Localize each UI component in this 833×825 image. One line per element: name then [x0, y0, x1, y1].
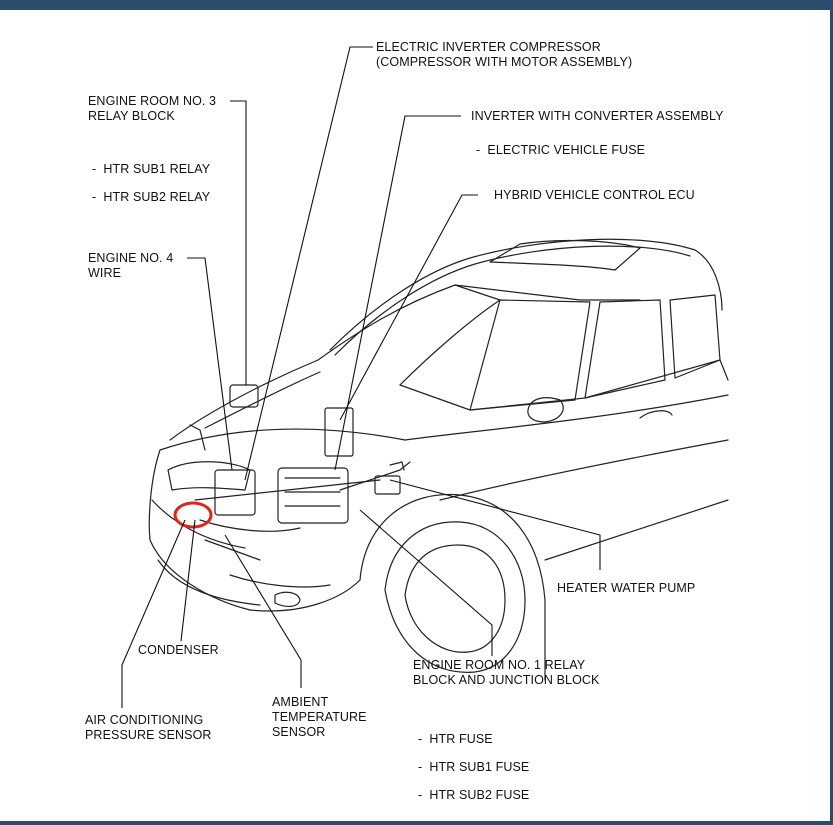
leader-ambient-temp-sensor: [224, 534, 302, 688]
leader-condenser: [180, 519, 196, 642]
label-hybrid-vehicle-control-ecu: HYBRID VEHICLE CONTROL ECU: [494, 188, 695, 202]
leader-hybrid-ecu: [339, 194, 478, 421]
leader-ac-pressure-sensor: [121, 519, 186, 708]
right-frame-bar: [830, 0, 833, 825]
label-inverter-with-converter: INVERTER WITH CONVERTER ASSEMBLY: [471, 109, 724, 123]
label-htr-sub2-fuse: - HTR SUB2 FUSE: [418, 788, 530, 802]
label-htr-sub1-fuse: - HTR SUB1 FUSE: [418, 760, 530, 774]
label-engine-room-no3-relay-block: ENGINE ROOM NO. 3 RELAY BLOCK: [88, 94, 217, 123]
bottom-frame-bar: [0, 821, 833, 825]
leader-electric-inverter-compressor: [244, 46, 373, 481]
leader-heater-water-pump: [389, 479, 601, 570]
label-electric-inverter-compressor: ELECTRIC INVERTER COMPRESSOR (COMPRESSOR…: [376, 40, 633, 69]
leader-engine-no4-wire: [187, 257, 233, 471]
leader-lines: [121, 46, 601, 708]
label-htr-sub1-relay: - HTR SUB1 RELAY: [92, 162, 211, 176]
label-air-conditioning-pressure-sensor: AIR CONDITIONING PRESSURE SENSOR: [85, 713, 212, 742]
label-engine-no4-wire: ENGINE NO. 4 WIRE: [88, 251, 174, 280]
label-engine-room-no1-relay-block: ENGINE ROOM NO. 1 RELAY BLOCK AND JUNCTI…: [413, 658, 600, 687]
label-heater-water-pump: HEATER WATER PUMP: [557, 581, 696, 595]
label-electric-vehicle-fuse: - ELECTRIC VEHICLE FUSE: [476, 143, 646, 157]
label-condenser: CONDENSER: [138, 643, 219, 657]
top-frame-bar: [0, 0, 833, 10]
car-outline: [148, 238, 729, 681]
leader-inverter-converter: [334, 115, 461, 471]
label-ambient-temperature-sensor: AMBIENT TEMPERATURE SENSOR: [272, 695, 367, 739]
leader-engine-room-no1: [359, 509, 493, 656]
pressure-sensor-highlight: [173, 501, 213, 529]
leader-engine-room-no3: [230, 100, 247, 385]
label-htr-sub2-relay: - HTR SUB2 RELAY: [92, 190, 211, 204]
label-htr-fuse: - HTR FUSE: [418, 732, 493, 746]
